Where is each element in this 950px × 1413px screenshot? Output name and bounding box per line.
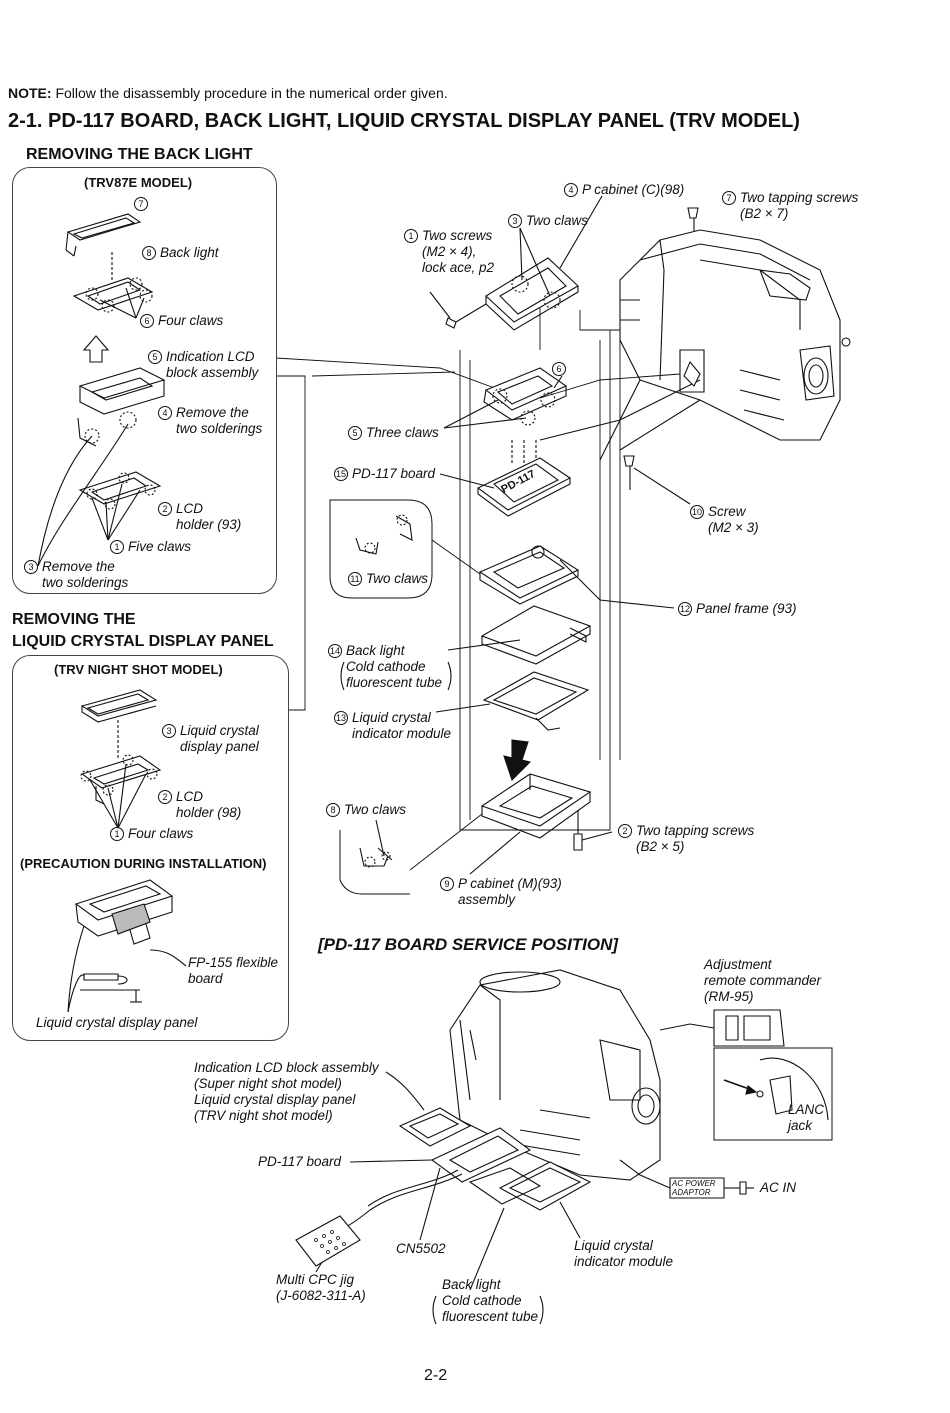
note: NOTE: Follow the disassembly procedure i… — [8, 85, 448, 101]
page-title: 2-1. PD-117 BOARD, BACK LIGHT, LIQUID CR… — [8, 110, 800, 132]
bracket-left-2 — [432, 1295, 437, 1325]
bracket-left — [340, 661, 345, 691]
trv-night-shot-model-label: (TRV NIGHT SHOT MODEL) — [54, 662, 223, 677]
cn5502-label: CN5502 — [396, 1241, 446, 1256]
bracket-right — [447, 661, 452, 691]
removing-lcd-heading-2: LIQUID CRYSTAL DISPLAY PANEL — [12, 633, 274, 650]
removing-lcd-heading-1: REMOVING THE — [12, 611, 136, 628]
multi-cpc-jig-label: Multi CPC jig(J-6082-311-A) — [276, 1272, 366, 1303]
main-step-6-marker: 6 — [552, 361, 570, 377]
main-exploded-view — [329, 195, 851, 895]
service-position-drawing — [295, 969, 833, 1291]
step-7-marker: 7 — [134, 196, 152, 212]
precaution-label: (PRECAUTION DURING INSTALLATION) — [20, 856, 267, 871]
service-position-title: [PD-117 BOARD SERVICE POSITION] — [318, 935, 619, 954]
removing-back-light-heading: REMOVING THE BACK LIGHT — [26, 146, 253, 163]
note-text: Follow the disassembly procedure in the … — [55, 85, 448, 101]
bracket-right-2 — [539, 1295, 544, 1325]
back-light-removal-drawing — [37, 213, 166, 567]
panel-connector-lines — [275, 357, 501, 711]
back-light-panel — [12, 167, 277, 594]
pd117-service-label: PD-117 board — [258, 1154, 342, 1169]
lcd-panel-removal-drawing — [67, 689, 187, 1013]
note-label: NOTE: — [8, 85, 52, 101]
ac-in-label: AC IN — [760, 1180, 797, 1195]
trv87e-model-label: (TRV87E MODEL) — [84, 175, 193, 190]
lcd-panel-removal-panel — [12, 655, 289, 1041]
lcd-panel-label: Liquid crystal display panel — [36, 1015, 198, 1030]
indication-lcd-label: Indication LCD block assembly(Super nigh… — [194, 1060, 379, 1123]
page-number: 2-2 — [424, 1367, 448, 1384]
